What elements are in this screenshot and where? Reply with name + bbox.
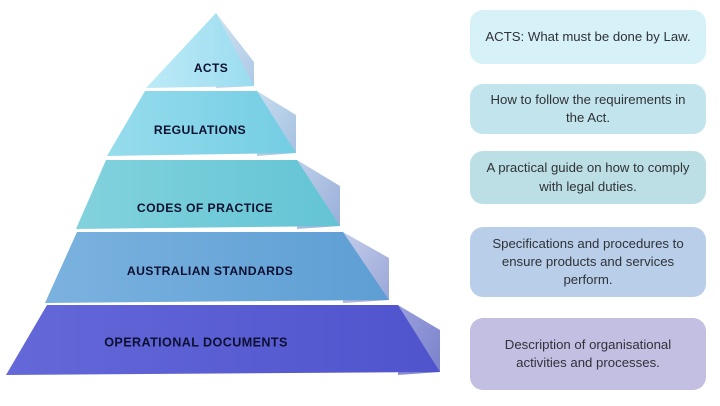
tier-front-face xyxy=(45,232,389,303)
pyramid-svg: OPERATIONAL DOCUMENTS AUSTRALIAN STANDAR… xyxy=(6,13,440,375)
pyramid-tier-label: OPERATIONAL DOCUMENTS xyxy=(104,335,288,349)
callout-operational-documents: Description of organisational activities… xyxy=(470,318,706,390)
pyramid-tier-operational-documents: OPERATIONAL DOCUMENTS xyxy=(6,305,440,375)
pyramid-tier-codes-of-practice: CODES OF PRACTICE xyxy=(76,160,340,229)
callout-australian-standards: Specifications and procedures to ensure … xyxy=(470,227,706,297)
pyramid-tier-acts: ACTS xyxy=(146,13,254,88)
callout-codes-of-practice: A practical guide on how to comply with … xyxy=(470,151,706,204)
pyramid-diagram: OPERATIONAL DOCUMENTS AUSTRALIAN STANDAR… xyxy=(6,13,440,375)
tier-front-face xyxy=(146,13,254,88)
pyramid-tier-regulations: REGULATIONS xyxy=(107,91,296,156)
pyramid-tier-label: REGULATIONS xyxy=(154,123,246,137)
callout-column: ACTS: What must be done by Law. How to f… xyxy=(468,0,712,406)
callout-text: Description of organisational activities… xyxy=(504,336,672,370)
pyramid-tier-label: CODES OF PRACTICE xyxy=(137,201,273,215)
pyramid-tier-label: ACTS xyxy=(194,61,228,75)
callout-text: Specifications and procedures to ensure … xyxy=(492,235,684,288)
pyramid-tier-label: AUSTRALIAN STANDARDS xyxy=(127,264,293,278)
tier-front-face xyxy=(76,160,340,229)
tier-front-face xyxy=(107,91,296,156)
callout-acts: ACTS: What must be done by Law. xyxy=(470,10,706,64)
pyramid-tier-australian-standards: AUSTRALIAN STANDARDS xyxy=(45,232,389,303)
callout-text: How to follow the requirements in the Ac… xyxy=(490,91,686,125)
callout-text: A practical guide on how to comply with … xyxy=(486,160,690,194)
tier-front-face xyxy=(6,305,440,375)
callout-text: ACTS: What must be done by Law. xyxy=(485,28,691,44)
callout-regulations: How to follow the requirements in the Ac… xyxy=(470,84,706,134)
